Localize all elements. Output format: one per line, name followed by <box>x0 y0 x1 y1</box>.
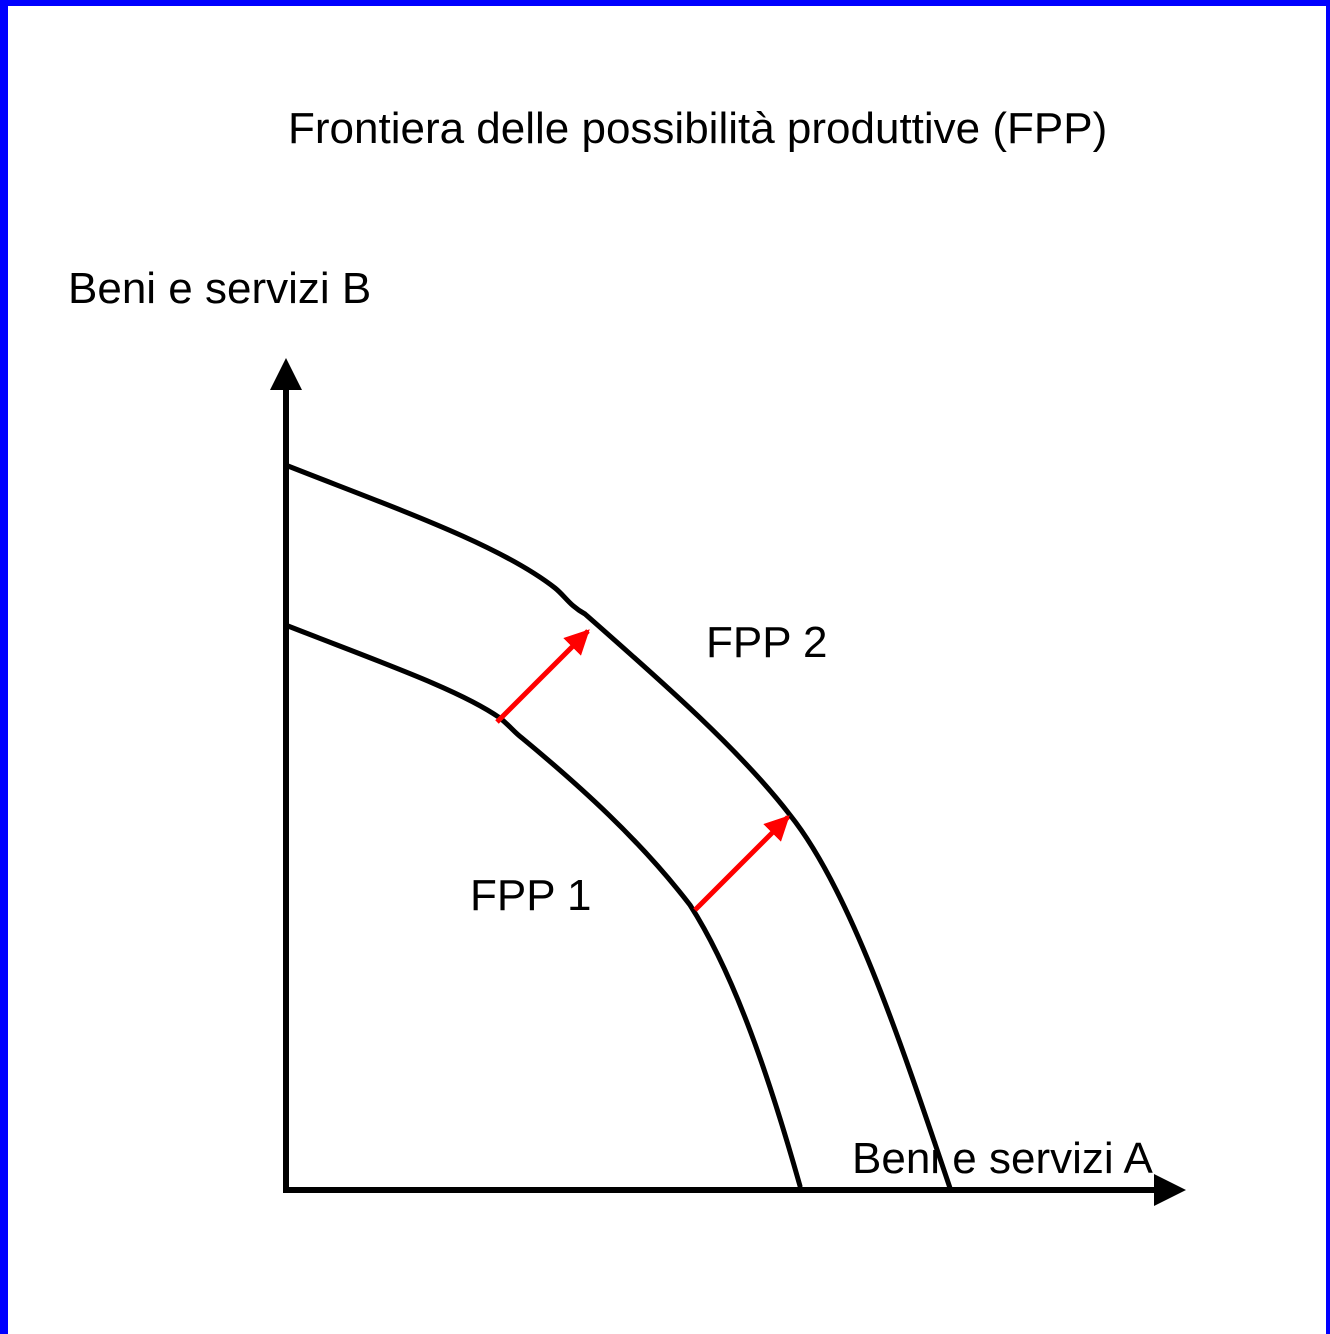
x-axis-arrowhead <box>1154 1174 1186 1206</box>
x-axis-label: Beni e servizi A <box>852 1134 1153 1183</box>
y-axis-arrowhead <box>270 358 302 390</box>
shift-arrow-upper <box>495 629 590 724</box>
y-axis-label: Beni e servizi B <box>68 264 371 313</box>
label-fpp-2: FPP 2 <box>706 618 827 667</box>
shift-arrow-lower <box>693 815 790 912</box>
diagram-title: Frontiera delle possibilità produttive (… <box>288 104 1107 153</box>
curve-fpp-2 <box>285 463 953 1191</box>
curve-fpp-1 <box>285 623 803 1189</box>
label-fpp-1: FPP 1 <box>470 871 591 920</box>
